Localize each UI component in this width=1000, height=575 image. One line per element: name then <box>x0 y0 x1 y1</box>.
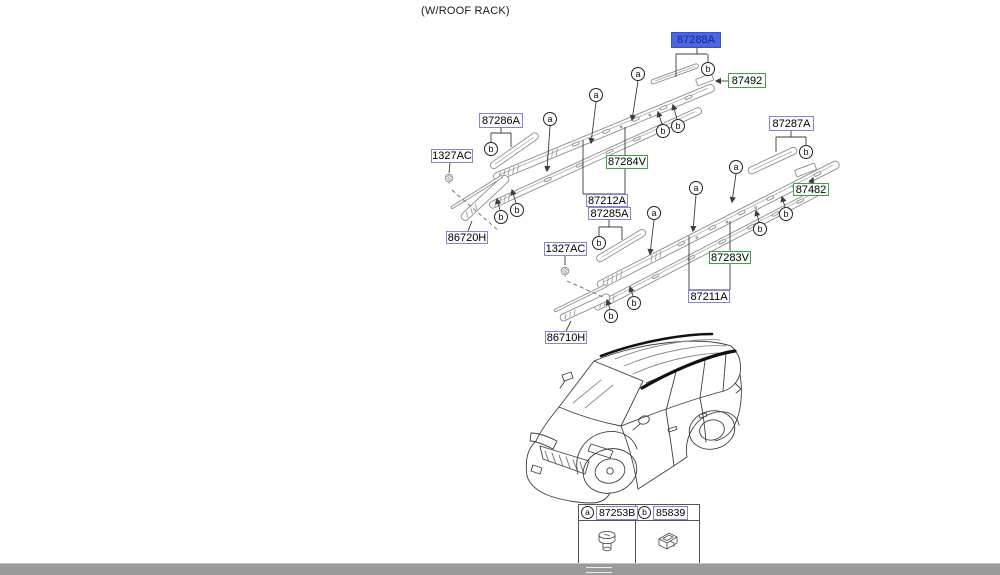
svg-text:a: a <box>651 208 656 218</box>
part-label-1327ac-left[interactable]: 1327AC <box>431 149 473 163</box>
scrollbar-grip[interactable] <box>586 567 612 573</box>
fastener-legend-table: a 87253B b 85839 <box>578 504 700 564</box>
part-shape-87286A <box>489 132 539 170</box>
callout-circles: a a a a a a b b b b b b b b b b b b <box>484 62 813 323</box>
callout-b: b <box>484 142 498 156</box>
svg-text:b: b <box>596 238 601 248</box>
grommet-fastener-icon <box>598 530 616 552</box>
callout-a: a <box>631 67 645 81</box>
callout-b: b <box>494 210 508 224</box>
callout-b: b <box>627 296 641 310</box>
roof-rail-black-near <box>640 349 737 390</box>
svg-text:a: a <box>593 90 598 100</box>
part-shape-87482 <box>794 162 817 178</box>
svg-text:a: a <box>733 162 738 172</box>
roof-rail-black-far <box>599 332 714 358</box>
svg-text:a: a <box>635 69 640 79</box>
roof-rack-right-rail <box>596 160 840 289</box>
leader-lines <box>448 47 815 332</box>
callout-b: b <box>753 222 767 236</box>
svg-text:b: b <box>705 64 710 74</box>
part-label-87482[interactable]: 87482 <box>793 183 829 196</box>
part-label-87286a[interactable]: 87286A <box>479 113 523 128</box>
roof-rack-left-rail <box>493 83 715 182</box>
part-label-86710h[interactable]: 86710H <box>545 331 587 344</box>
part-label-86720h[interactable]: 86720H <box>446 231 488 244</box>
part-label-87285a[interactable]: 87285A <box>588 207 631 220</box>
rail-assembly-left <box>444 63 715 221</box>
part-label-85839[interactable]: 85839 <box>653 505 689 520</box>
svg-text:b: b <box>488 144 493 154</box>
callout-b: b <box>799 145 813 159</box>
svg-text:b: b <box>514 205 519 215</box>
part-label-1327ac-right[interactable]: 1327AC <box>544 242 587 256</box>
grommet-1327AC-right <box>560 266 570 277</box>
callout-a: a <box>589 88 603 102</box>
grommet-1327AC-left <box>444 173 454 184</box>
part-label-87288a[interactable]: 87288A <box>671 32 721 48</box>
svg-text:b: b <box>783 209 788 219</box>
diagram-note: (W/ROOF RACK) <box>421 5 510 17</box>
legend-icon-cell-a <box>579 521 636 563</box>
clip-fastener-icon <box>658 532 677 550</box>
callout-b: b <box>671 119 685 133</box>
thin-molding-right <box>553 284 608 313</box>
vehicle-illustration <box>525 332 742 504</box>
part-shape-86710H <box>559 293 611 322</box>
callout-b: b <box>592 236 606 250</box>
part-shape-87288A <box>650 63 699 85</box>
svg-text:b: b <box>608 311 613 321</box>
callout-b: b <box>638 506 651 519</box>
legend-icon-cell-b <box>636 521 699 563</box>
callout-a: a <box>581 506 594 519</box>
svg-text:b: b <box>498 212 503 222</box>
svg-text:a: a <box>693 183 698 193</box>
svg-text:b: b <box>757 224 762 234</box>
callout-a: a <box>729 160 743 174</box>
callout-a: a <box>647 206 661 220</box>
legend-header-a: a 87253B <box>579 505 639 521</box>
svg-text:a: a <box>547 114 552 124</box>
part-label-87211a[interactable]: 87211A <box>688 290 730 303</box>
horizontal-scrollbar[interactable] <box>0 563 1000 575</box>
callout-b: b <box>510 203 524 217</box>
svg-text:b: b <box>803 147 808 157</box>
rail-assembly-right <box>553 146 840 322</box>
part-label-87284v[interactable]: 87284V <box>606 155 648 169</box>
part-label-87212a[interactable]: 87212A <box>586 194 628 207</box>
callout-b: b <box>656 124 670 138</box>
svg-text:b: b <box>631 298 636 308</box>
part-label-87283v[interactable]: 87283V <box>709 251 751 264</box>
callout-a: a <box>543 112 557 126</box>
callout-a: a <box>689 181 703 195</box>
svg-text:b: b <box>675 121 680 131</box>
part-shape-86720H <box>460 174 510 221</box>
part-shape-87492 <box>695 73 715 87</box>
part-shape-87285A <box>596 228 647 263</box>
part-label-87492[interactable]: 87492 <box>728 73 766 88</box>
callout-b: b <box>779 207 793 221</box>
callout-b: b <box>604 309 618 323</box>
legend-header-b: b 85839 <box>636 505 699 521</box>
part-label-87253b[interactable]: 87253B <box>596 505 639 520</box>
svg-text:b: b <box>660 126 665 136</box>
callout-b: b <box>701 62 715 76</box>
part-label-87287a[interactable]: 87287A <box>769 116 814 131</box>
part-shape-87287A <box>747 146 798 175</box>
